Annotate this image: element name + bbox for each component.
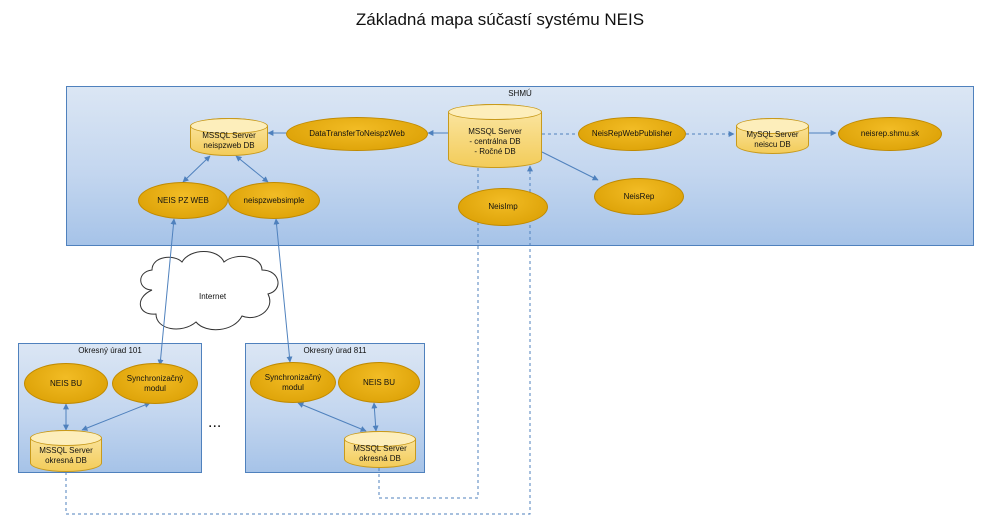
neispzwebsimple-node: neispzwebsimple — [228, 182, 320, 219]
neisrep-webpublisher-node: NeisRepWebPublisher — [578, 117, 686, 151]
page-title: Základná mapa súčastí systému NEIS — [355, 10, 645, 29]
mssql-okres-811-db: MSSQL Server okresná DB — [344, 431, 416, 468]
sync-811-node: Synchronizačný modul — [250, 362, 336, 403]
neis-pz-web-node: NEIS PZ WEB — [138, 182, 228, 219]
neis-bu-811-node: NEIS BU — [338, 362, 420, 403]
neisrep-node: NeisRep — [594, 178, 684, 215]
neisrep-shmu-node: neisrep.shmu.sk — [838, 117, 942, 151]
data-transfer-node: DataTransferToNeispzWeb — [286, 117, 428, 151]
mssql-neispzweb-db: MSSQL Server neispzweb DB — [190, 118, 268, 156]
sync-101-node: Synchronizačný modul — [112, 363, 198, 404]
okres-811-label: Okresný úrad 811 — [303, 346, 367, 355]
okres-101-label: Okresný úrad 101 — [78, 346, 142, 355]
internet-cloud — [140, 251, 279, 331]
neis-bu-101-node: NEIS BU — [24, 363, 108, 404]
mssql-central-db: MSSQL Server - centrálna DB - Ročné DB — [448, 104, 542, 168]
internet-label: Internet — [199, 292, 227, 301]
neisimp-node: NeisImp — [458, 188, 548, 226]
shmu-panel-label: SHMÚ — [508, 89, 532, 98]
mssql-okres-101-db: MSSQL Server okresná DB — [30, 430, 102, 472]
more-offices-ellipsis: ... — [208, 414, 222, 431]
mysql-neiscu-db: MySQL Server neiscu DB — [736, 118, 809, 154]
